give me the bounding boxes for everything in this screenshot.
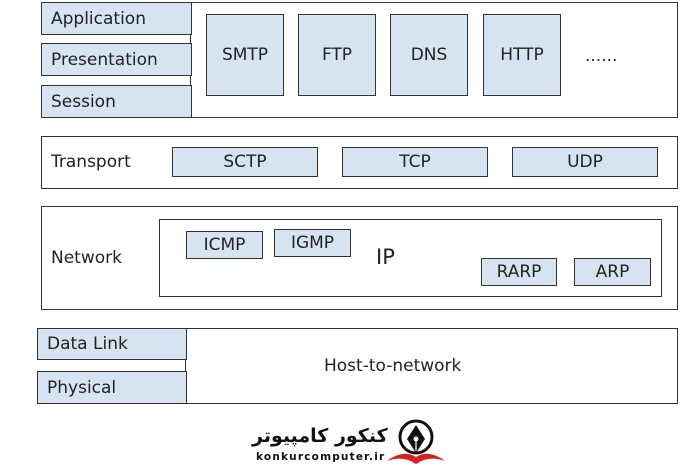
data-link-layer-label: Data Link	[37, 328, 187, 360]
udp-protocol-box: UDP	[512, 147, 658, 177]
more-protocols-ellipsis: ......	[585, 46, 618, 66]
watermark-persian-text: کنکور کامپیوتر	[252, 425, 388, 447]
dns-protocol-box: DNS	[390, 14, 468, 96]
physical-layer-label: Physical	[37, 371, 187, 404]
network-label: Network	[51, 248, 122, 268]
application-layer-label: Application	[41, 2, 192, 35]
icmp-protocol-box: ICMP	[186, 231, 263, 259]
sctp-label: SCTP	[223, 152, 267, 172]
smtp-label: SMTP	[221, 45, 269, 65]
host-to-network-label: Host-to-network	[324, 356, 462, 376]
pen-nib-logo-icon	[387, 419, 445, 464]
igmp-protocol-box: IGMP	[274, 229, 351, 257]
session-layer-label: Session	[41, 85, 192, 118]
data-link-label-text: Data Link	[47, 334, 128, 354]
rarp-protocol-box: RARP	[481, 258, 557, 286]
presentation-layer-label: Presentation	[41, 43, 192, 76]
smtp-protocol-box: SMTP	[206, 14, 284, 96]
arp-label: ARP	[595, 262, 630, 282]
tcp-label: TCP	[399, 152, 431, 172]
watermark-website-text: konkurcomputer.ir	[256, 451, 386, 463]
transport-label: Transport	[51, 152, 131, 172]
ftp-protocol-box: FTP	[298, 14, 376, 96]
physical-label-text: Physical	[47, 377, 117, 398]
rarp-label: RARP	[496, 262, 542, 282]
sctp-protocol-box: SCTP	[172, 147, 318, 177]
igmp-label: IGMP	[290, 233, 335, 253]
dns-label: DNS	[410, 45, 448, 65]
application-label-text: Application	[51, 8, 146, 29]
ftp-label: FTP	[321, 45, 353, 65]
udp-label: UDP	[567, 152, 603, 172]
http-label: HTTP	[500, 45, 544, 65]
session-label-text: Session	[51, 91, 116, 112]
icmp-label: ICMP	[203, 235, 246, 255]
presentation-label-text: Presentation	[51, 49, 158, 70]
ip-label: IP	[376, 245, 395, 269]
tcp-protocol-box: TCP	[342, 147, 488, 177]
http-protocol-box: HTTP	[483, 14, 561, 96]
host-to-network-frame	[185, 328, 678, 404]
arp-protocol-box: ARP	[574, 258, 651, 286]
